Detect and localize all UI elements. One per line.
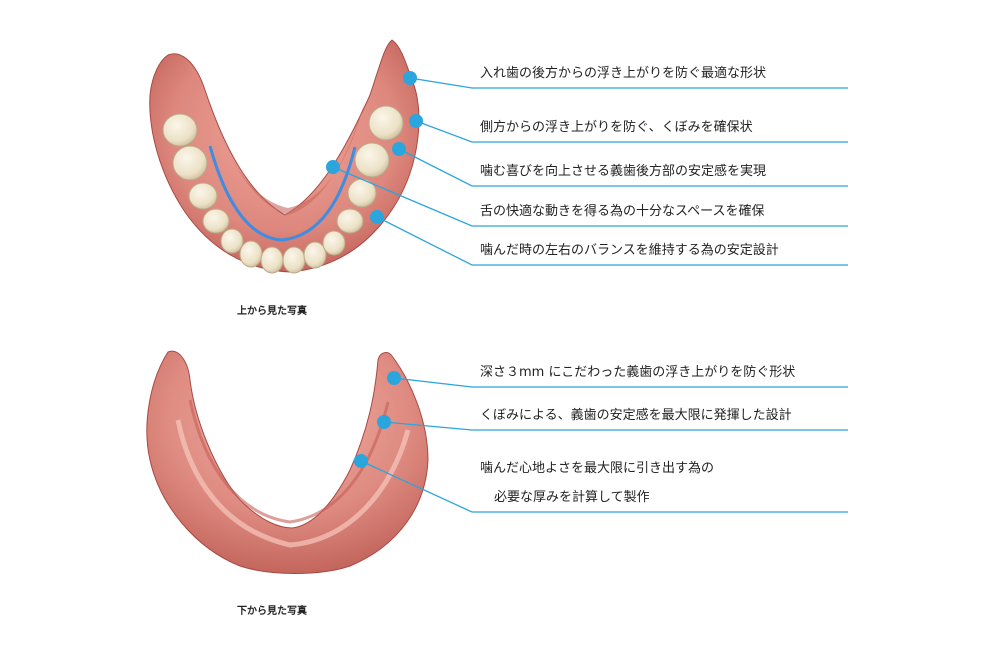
leader-line-4 [332,166,848,227]
tooth-right-molar-2 [368,105,404,141]
leader-line-7 [383,421,848,431]
leader-line-1 [409,77,848,89]
marker-dot-6 [387,371,401,385]
annotation-top-2: 側方からの浮き上がりを防ぐ、くぼみを確保状 [480,120,753,135]
bottom-markers [354,371,401,468]
annotation-bottom-2: くぼみによる、義歯の安定感を最大限に発揮した設計 [480,408,792,423]
leader-line-2 [415,120,848,143]
marker-dot-7 [377,415,391,429]
annotation-bottom-3b: 必要な厚みを計算して製作 [494,490,650,505]
leader-line-8 [360,460,848,513]
marker-dot-8 [354,454,368,468]
leader-line-6 [393,377,848,388]
marker-dot-4 [326,160,340,174]
caption-bottom-photo: 下から見た写真 [237,606,307,617]
marker-dot-3 [392,142,406,156]
tooth-left-premolar-2 [202,208,230,234]
marker-dot-1 [403,71,417,85]
tooth-left-premolar-1 [188,182,218,210]
tooth-front-3 [282,246,306,274]
annotation-top-4: 舌の快適な動きを得る為の十分なスペースを確保 [480,204,765,219]
bottom-ridge-highlight [175,419,411,548]
tooth-front-2 [260,246,284,274]
bottom-leader-lines [360,377,848,513]
annotation-top-3: 噛む喜びを向上させる義歯後方部の安定感を実現 [480,164,767,179]
leader-line-5 [376,216,848,266]
tooth-right-molar-1 [354,142,390,178]
top-leader-lines [332,77,848,266]
tooth-left-molar-1 [162,113,198,147]
annotation-bottom-3a: 噛んだ心地よさを最大限に引き出す為の [480,461,715,476]
top-denture-image [149,39,420,274]
marker-dot-5 [370,210,384,224]
tooth-front-1 [239,240,263,268]
caption-top-photo: 上から見た写真 [237,306,307,317]
annotation-top-1: 入れ歯の後方からの浮き上がりを防ぐ最適な形状 [480,66,767,81]
tooth-right-canine [322,230,346,256]
tooth-right-premolar-1 [336,208,364,234]
tooth-left-molar-2 [172,145,208,181]
marker-dot-2 [409,114,423,128]
tongue-space-indicator [208,145,357,242]
annotation-top-5: 噛んだ時の左右のバランスを維持する為の安定設計 [480,243,779,258]
bottom-groove [188,399,390,524]
bottom-denture-image [146,350,429,574]
tooth-front-4 [303,241,327,269]
annotation-bottom-1: 深さ３mm にこだわった義歯の浮き上がりを防ぐ形状 [480,365,796,380]
leader-line-3 [398,148,848,187]
top-markers [326,71,423,224]
tooth-left-canine [220,228,244,254]
